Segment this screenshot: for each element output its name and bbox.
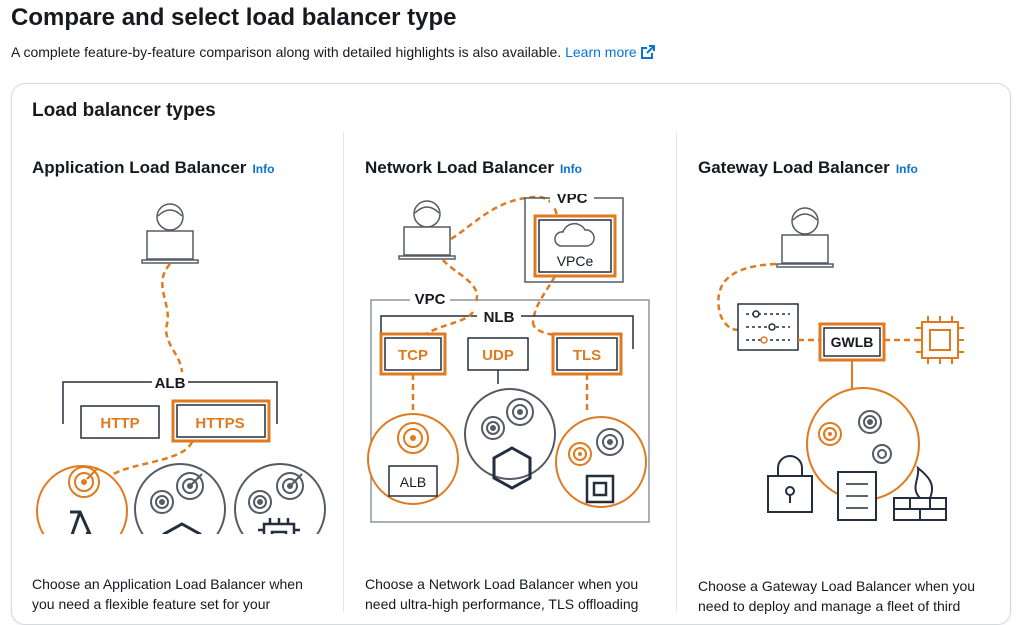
nlb-option[interactable]: Network Load Balancer Info VPC VPCe VPC: [365, 146, 665, 616]
load-balancer-types-card: Load balancer types Application Load Bal…: [11, 83, 1011, 625]
alb-group-label: ALB: [155, 375, 186, 392]
nlb-description: Choose a Network Load Balancer when you …: [365, 576, 639, 612]
nlb-protocol-tls: TLS: [573, 347, 601, 364]
container-icon: [492, 446, 532, 490]
description-text: A complete feature-by-feature comparison…: [11, 44, 562, 60]
alb-diagram: ALB HTTP HTTPS: [36, 203, 326, 534]
chip-icon: [585, 474, 615, 504]
cloud-icon: [554, 222, 595, 247]
glb-description: Choose a Gateway Load Balancer when you …: [698, 578, 976, 614]
nlb-protocol-udp: UDP: [482, 347, 514, 364]
alb-protocol-http: HTTP: [100, 415, 139, 432]
chip-icon: [258, 518, 300, 534]
alb-description: Choose an Application Load Balancer when…: [32, 576, 303, 612]
user-laptop-icon: [141, 203, 199, 264]
checklist-icon: [837, 471, 877, 521]
lambda-icon: [70, 510, 92, 534]
nlb-vpc-label: VPC: [415, 291, 446, 308]
nlb-title-text: Network Load Balancer: [365, 158, 554, 177]
external-link-icon: [640, 45, 655, 59]
nlb-vpc-top-label: VPC: [557, 194, 588, 207]
chip-target: [555, 416, 647, 508]
glb-gateway-label: GWLB: [831, 334, 874, 350]
user-laptop-icon: [398, 200, 456, 260]
page-title: Compare and select load balancer type: [11, 4, 457, 31]
nlb-target-alb-label: ALB: [400, 474, 426, 490]
glb-title: Gateway Load Balancer Info: [698, 158, 918, 178]
lambda-target: [36, 465, 128, 534]
glb-option[interactable]: Gateway Load Balancer Info GWLB: [698, 146, 998, 616]
target-icon: [68, 466, 100, 498]
alb-option[interactable]: Application Load Balancer Info ALB HTTP H…: [32, 146, 332, 616]
target-icon: [397, 422, 429, 454]
lock-icon: [767, 455, 813, 513]
nlb-diagram: VPC VPCe VPC NLB TCP UDP TLS: [367, 194, 650, 523]
target-icon: [818, 422, 842, 446]
glb-title-text: Gateway Load Balancer: [698, 158, 890, 177]
user-laptop-icon: [776, 207, 834, 268]
alb-info-link[interactable]: Info: [252, 162, 275, 176]
column-divider: [676, 132, 677, 612]
alb-protocol-https: HTTPS: [195, 415, 244, 432]
nlb-info-link[interactable]: Info: [559, 162, 582, 176]
alb-title: Application Load Balancer Info: [32, 158, 274, 178]
learn-more-link[interactable]: Learn more: [565, 44, 655, 60]
firewall-icon: [893, 465, 947, 521]
filter-icon: [737, 303, 799, 351]
nlb-vpce-label: VPCe: [557, 253, 594, 269]
nlb-protocol-tcp: TCP: [398, 347, 428, 364]
alb-title-text: Application Load Balancer: [32, 158, 247, 177]
column-divider: [343, 132, 344, 612]
glb-info-link[interactable]: Info: [895, 162, 918, 176]
chip-icon: [916, 316, 964, 364]
learn-more-label: Learn more: [565, 44, 637, 60]
page-description: A complete feature-by-feature comparison…: [11, 44, 655, 60]
card-title: Load balancer types: [32, 100, 216, 121]
nlb-group-label: NLB: [484, 309, 515, 326]
glb-diagram: GWLB: [717, 207, 964, 521]
nlb-title: Network Load Balancer Info: [365, 158, 582, 178]
